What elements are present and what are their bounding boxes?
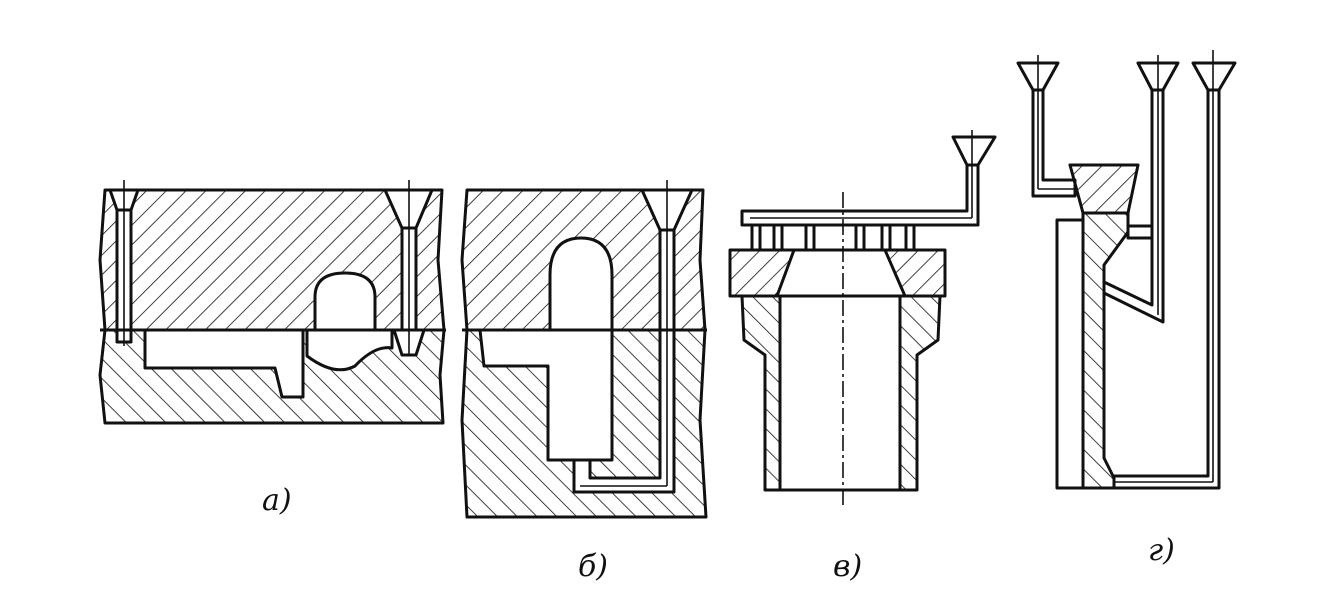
caption-a: а) — [262, 483, 292, 518]
figure-g-wall — [1081, 211, 1130, 490]
caption-b: б) — [578, 549, 608, 584]
figure-a-cavity-round — [313, 271, 377, 332]
figure-v-sprue-cup — [951, 135, 997, 167]
caption-g: г) — [1148, 533, 1175, 568]
figure-v — [728, 130, 997, 506]
figure-v-left-wall — [740, 294, 782, 492]
figure-v-runner — [740, 163, 980, 227]
figure-v-bore — [778, 294, 902, 492]
figure-a-cope — [98, 188, 446, 332]
figure-g-riser — [1068, 163, 1140, 215]
figure-g-cavity — [1055, 218, 1085, 490]
figure-b — [460, 180, 708, 519]
figure-g-left-channel — [1031, 88, 1077, 198]
figure-g — [1016, 50, 1237, 490]
figure-g-right-channel — [1112, 88, 1221, 490]
figure-b-arch-cavity — [548, 236, 614, 332]
figure-a — [98, 180, 446, 425]
figure-a-cavity-lower-round — [305, 328, 394, 372]
caption-v: в) — [833, 549, 862, 584]
figure-v-right-wall — [898, 294, 942, 492]
figure-v-gates — [750, 223, 916, 252]
figure-g-mid-channel — [1102, 88, 1165, 324]
figure-g-right-cup — [1191, 61, 1237, 92]
figure-g-mid-gate — [1126, 224, 1154, 240]
figure-b-runner — [572, 228, 676, 494]
